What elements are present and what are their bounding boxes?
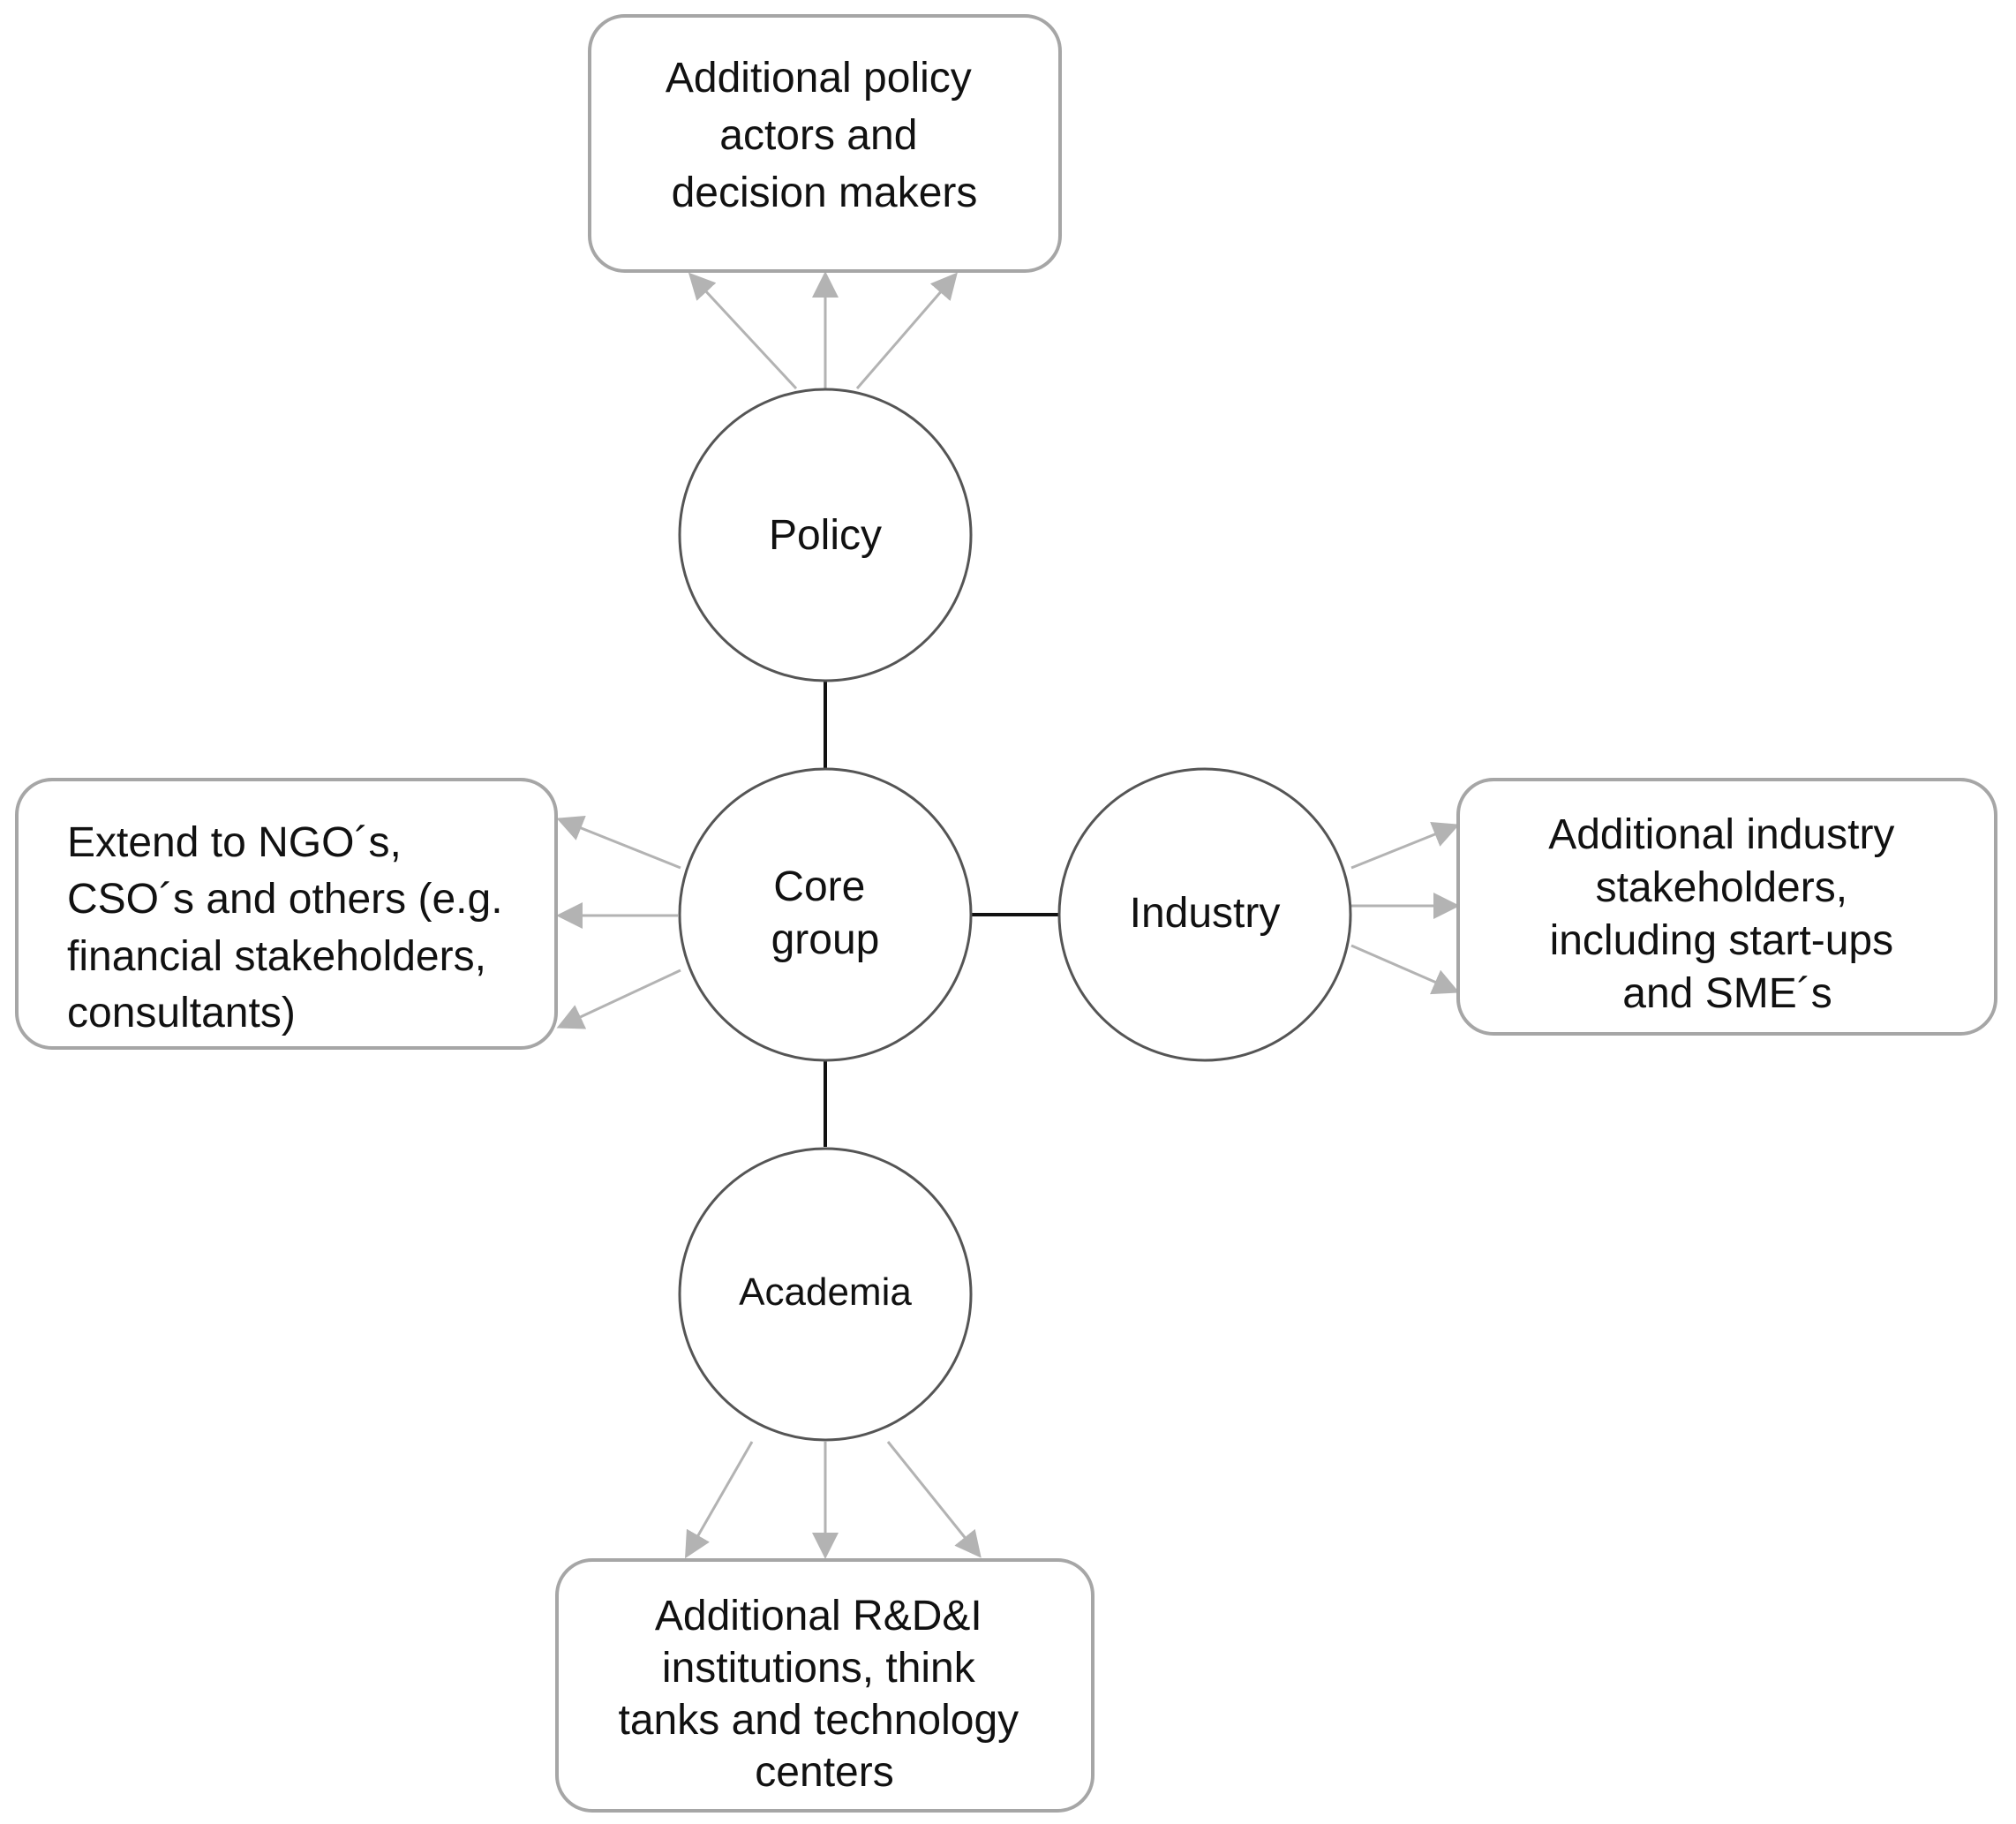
box-bottom (555, 1558, 1095, 1813)
industry-circle (1057, 767, 1352, 1062)
arrow-policy-1 (688, 272, 798, 390)
boxes (15, 14, 1997, 1813)
core-group-label: Core group (771, 863, 880, 963)
box-left (15, 778, 558, 1050)
arrow-policy-3 (855, 272, 958, 389)
core-group-circle (678, 767, 973, 1062)
academia-circle (678, 1147, 973, 1442)
policy-label: Policy (769, 512, 882, 559)
academia-label: Academia (739, 1270, 912, 1314)
box-right-label: Additional industry stakeholders, includ… (1548, 811, 1907, 1017)
box-left-label: Extend to NGO´s, CSO´s and others (e.g. … (67, 819, 515, 1036)
connectors (824, 682, 1059, 1147)
circles (678, 388, 1352, 1442)
arrows (556, 271, 1460, 1559)
industry-label: Industry (1130, 890, 1281, 937)
policy-circle (678, 388, 973, 682)
box-right (1456, 778, 1997, 1036)
arrow-right-1 (1350, 822, 1460, 870)
box-top (588, 14, 1062, 273)
box-bottom-label: Additional R&D&I institutions, think tan… (619, 1593, 1031, 1796)
box-top-label: Additional policy actors and decision ma… (666, 55, 983, 216)
arrow-left-1 (556, 815, 681, 870)
arrow-academia-1 (685, 1441, 754, 1559)
arrow-academia-3 (886, 1441, 982, 1558)
arrow-right-3 (1350, 944, 1460, 995)
arrow-left-3 (556, 969, 681, 1029)
